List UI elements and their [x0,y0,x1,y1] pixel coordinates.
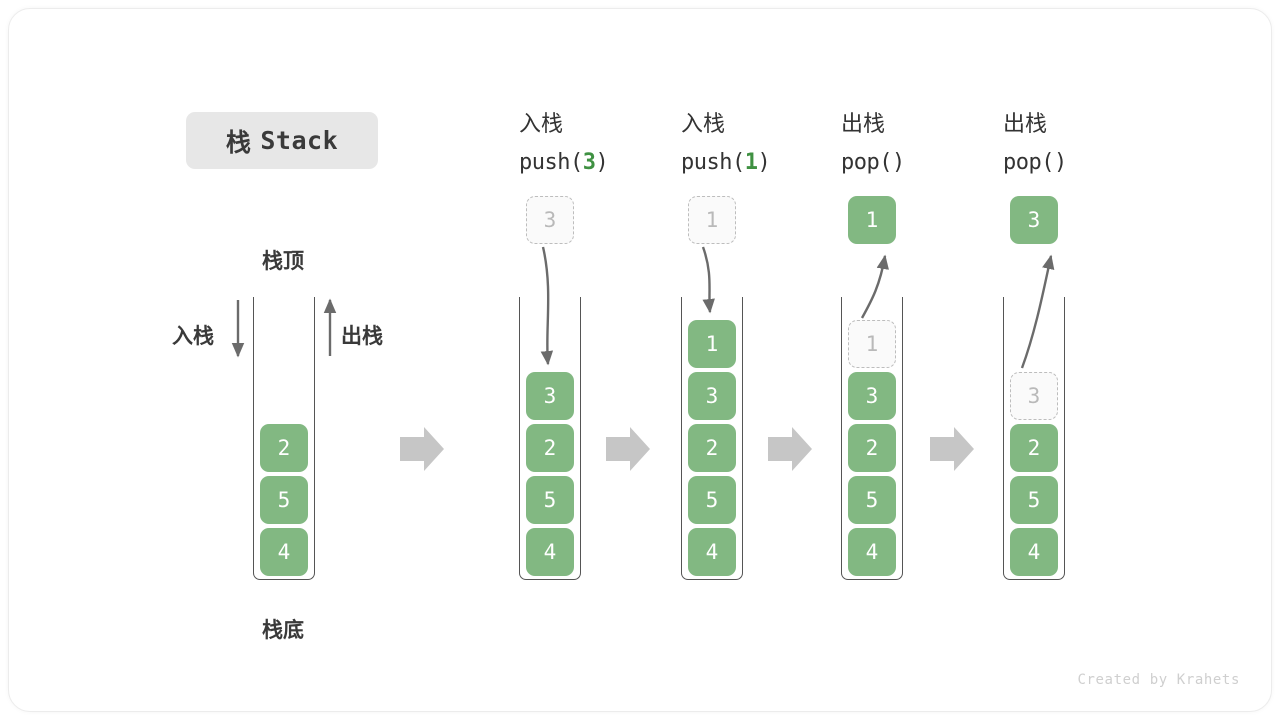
column-header-pop-1: 出栈 pop() [841,106,905,182]
stack-cell-initial-0: 2 [260,424,308,472]
floating-cell-pop-1: 1 [848,196,896,244]
title-en: Stack [260,126,339,155]
column-header-pop-2: 出栈 pop() [1003,106,1067,182]
stack-cell-pop-2-2: 5 [1010,476,1058,524]
stack-cell-pop-1-3: 5 [848,476,896,524]
stack-cell-pop-2-1: 2 [1010,424,1058,472]
stack-cell-push-3-1: 2 [526,424,574,472]
stack-cell-ghost-pop-2-0: 3 [1010,372,1058,420]
stack-container-pop-2 [1003,297,1065,580]
stack-cell-initial-2: 4 [260,528,308,576]
stack-cell-push-1-1: 3 [688,372,736,420]
title-cn: 栈 [225,127,252,157]
stack-cell-pop-2-3: 4 [1010,528,1058,576]
stack-cell-push-1-3: 5 [688,476,736,524]
stack-cell-push-1-0: 1 [688,320,736,368]
label-push-side: 入栈 [172,324,214,348]
header-arg: 1 [744,150,758,175]
header-line-cn: 出栈 [841,112,886,137]
stack-container-push-1 [681,297,743,580]
diagram-title: 栈 Stack [186,112,378,169]
stack-cell-pop-1-1: 3 [848,372,896,420]
floating-cell-pop-2: 3 [1010,196,1058,244]
header-line-code: pop() [1003,150,1067,175]
stack-cell-push-3-3: 4 [526,528,574,576]
label-stack-bottom: 栈底 [262,618,304,642]
stack-container-pop-1 [841,297,903,580]
header-line-cn: 入栈 [519,112,564,137]
header-line-code: push(1) [681,150,771,175]
stack-cell-ghost-pop-1-0: 1 [848,320,896,368]
header-line-code: push(3) [519,150,609,175]
header-line-code: pop() [841,150,905,175]
stack-cell-pop-1-2: 2 [848,424,896,472]
column-header-push-3: 入栈 push(3) [519,106,609,182]
stack-cell-pop-1-4: 4 [848,528,896,576]
stack-cell-initial-1: 5 [260,476,308,524]
header-line-cn: 入栈 [681,112,726,137]
label-pop-side: 出栈 [341,324,383,348]
header-arg: 3 [582,150,596,175]
label-stack-top: 栈顶 [262,249,304,273]
stack-container-push-3 [519,297,581,580]
floating-cell-push-1: 1 [688,196,736,244]
header-line-cn: 出栈 [1003,112,1048,137]
floating-cell-push-3: 3 [526,196,574,244]
column-header-push-1: 入栈 push(1) [681,106,771,182]
stack-cell-push-1-4: 4 [688,528,736,576]
stack-cell-push-3-0: 3 [526,372,574,420]
stack-container-initial [253,297,315,580]
stack-cell-push-3-2: 5 [526,476,574,524]
stack-cell-push-1-2: 2 [688,424,736,472]
credit-text: Created by Krahets [1077,672,1240,688]
